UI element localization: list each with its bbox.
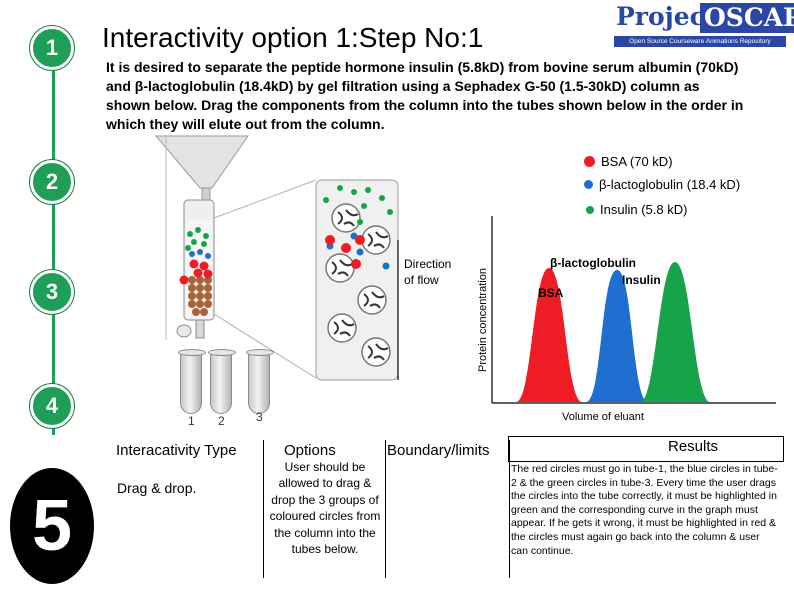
- header-options: Options: [284, 442, 336, 459]
- elution-chart: [491, 216, 776, 404]
- step-badge-2: 2: [30, 160, 74, 204]
- tube-number-1: 1: [188, 414, 195, 428]
- elution-peak-1: [516, 268, 582, 402]
- step-badge-1: 1: [30, 26, 74, 70]
- legend-bsa: BSA (70 kD): [584, 154, 673, 169]
- legend-label-lactoglobulin: β-lactoglobulin (18.4 kD): [599, 177, 741, 192]
- column-insulin-group[interactable]: [185, 227, 209, 251]
- magnified-bsa: [325, 235, 365, 269]
- legend-blue-dot: [584, 180, 593, 189]
- header-interactivity-type: Interacativity Type: [116, 442, 237, 459]
- column-lactoglobulin-group[interactable]: [189, 249, 211, 259]
- step-badge-4: 4: [30, 384, 74, 428]
- column-bsa-group[interactable]: [179, 259, 213, 285]
- peak-label-bsa: BSA: [538, 286, 564, 300]
- legend-label-insulin: Insulin (5.8 kD): [600, 202, 688, 217]
- tube-number-3: 3: [256, 410, 263, 424]
- step-badge-3: 3: [30, 270, 74, 314]
- column-illustration: [154, 135, 399, 381]
- collection-tube-2[interactable]: [208, 349, 236, 414]
- bead-pore-marks: [331, 209, 389, 361]
- logo-word-oscar: OSCAR: [700, 3, 794, 33]
- peak-label-insulin: Insulin: [622, 273, 661, 287]
- chart-y-label: Protein concentration: [477, 268, 489, 372]
- project-oscar-logo: Project OSCAR Open Source Courseware Ani…: [612, 0, 794, 48]
- options-value: User should be allowed to drag & drop th…: [269, 460, 381, 557]
- legend-red-dot: [584, 156, 595, 167]
- step-timeline: [52, 40, 55, 435]
- legend-insulin: Insulin (5.8 kD): [586, 202, 687, 217]
- column-bead-bed: [188, 276, 212, 316]
- options-column: [264, 440, 386, 578]
- logo-word-project: Project: [616, 2, 717, 31]
- type-column: [110, 440, 264, 578]
- tube-number-2: 2: [218, 414, 225, 428]
- task-description: It is desired to separate the peptide ho…: [106, 59, 744, 132]
- header-boundary: Boundary/limits: [387, 442, 490, 459]
- chart-x-label: Volume of eluant: [562, 411, 644, 423]
- step-badge-5: 5: [10, 468, 94, 584]
- peak-label-lactoglobulin: β-lactoglobulin: [550, 256, 636, 270]
- collection-tube-1[interactable]: [178, 349, 206, 414]
- results-value: The red circles must go in tube-1, the b…: [511, 463, 778, 557]
- interactivity-type-value: Drag & drop.: [117, 480, 197, 496]
- results-header-box: [508, 436, 784, 462]
- collection-tube-3[interactable]: [246, 349, 274, 414]
- elution-peak-3: [640, 262, 710, 402]
- page-title: Interactivity option 1:Step No:1: [102, 22, 484, 53]
- boundary-column: [386, 440, 510, 578]
- logo-tagline: Open Source Courseware Animations Reposi…: [614, 36, 786, 47]
- header-results: Results: [668, 438, 719, 455]
- legend-lactoglobulin: β-lactoglobulin (18.4 kD): [584, 177, 740, 192]
- magnified-insulin: [323, 185, 393, 225]
- direction-of-flow-label: Direction of flow: [404, 257, 452, 287]
- elution-peak-2: [586, 270, 648, 402]
- legend-label-bsa: BSA (70 kD): [601, 154, 673, 169]
- legend-green-dot: [586, 205, 594, 214]
